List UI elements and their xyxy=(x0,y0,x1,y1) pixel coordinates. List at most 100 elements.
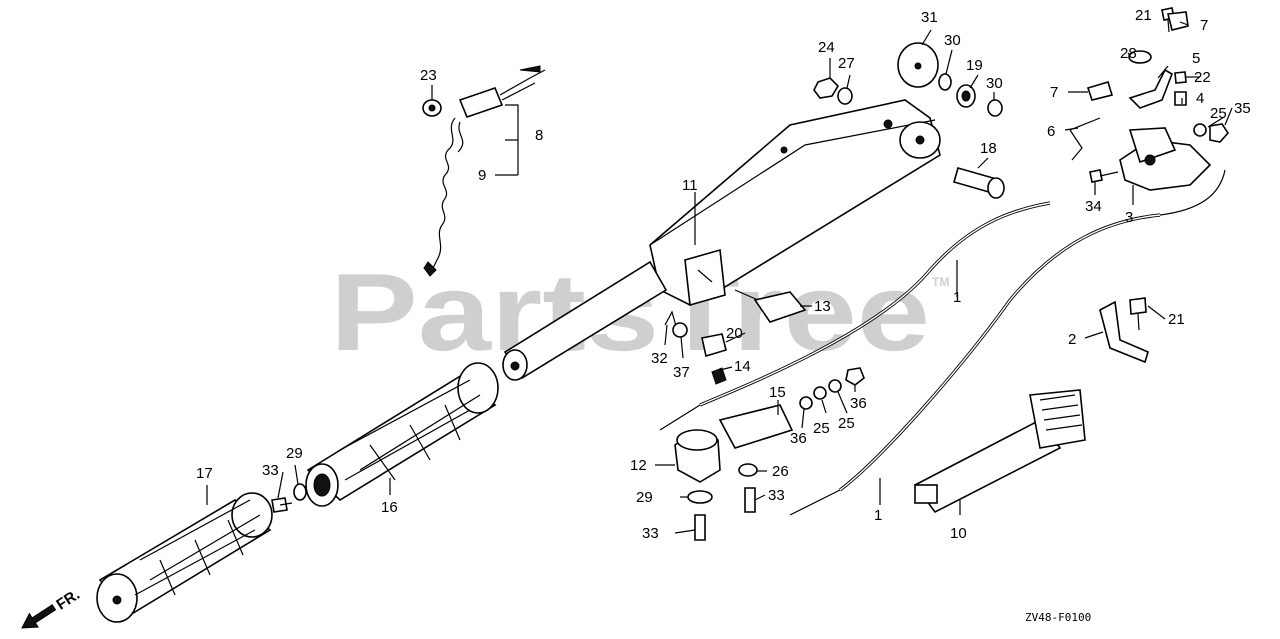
tiller-shaft[interactable] xyxy=(502,260,668,381)
callout-25-mid: 25 xyxy=(813,420,830,437)
pivot-bolt[interactable] xyxy=(953,167,1005,199)
leader-lines xyxy=(206,21,1233,534)
emergency-stop-lanyard[interactable] xyxy=(423,117,464,277)
callout-27: 27 xyxy=(838,55,855,72)
throttle-grip-sleeve[interactable] xyxy=(305,362,499,507)
screw-34[interactable] xyxy=(1089,169,1119,183)
link-rod-6[interactable] xyxy=(1069,117,1101,161)
callout-20: 20 xyxy=(726,325,743,342)
tiller-arm[interactable] xyxy=(649,99,941,307)
callout-25-right: 25 xyxy=(1210,105,1227,122)
washer-25-mid[interactable] xyxy=(813,386,827,400)
collar-4[interactable] xyxy=(1174,91,1187,106)
callout-7-mid: 7 xyxy=(1050,84,1058,101)
callout-26: 26 xyxy=(772,463,789,480)
friction-spring[interactable] xyxy=(956,84,976,108)
callout-10: 10 xyxy=(950,525,967,542)
nut-36-right[interactable] xyxy=(845,367,865,386)
throttle-cable-lower[interactable] xyxy=(789,169,1226,516)
washer-25-right-mid[interactable] xyxy=(828,379,842,393)
callout-6: 6 xyxy=(1047,123,1055,140)
callout-31: 31 xyxy=(921,9,938,26)
tiller-tube-10[interactable] xyxy=(913,389,1086,514)
callout-32: 32 xyxy=(651,350,668,367)
callout-36-right: 36 xyxy=(850,395,867,412)
bolt-22[interactable] xyxy=(1174,71,1187,84)
pivot-nut[interactable] xyxy=(813,77,840,99)
bracket-5[interactable] xyxy=(1128,68,1173,109)
callout-22: 22 xyxy=(1194,69,1211,86)
callout-9: 9 xyxy=(478,167,486,184)
washer-30b[interactable] xyxy=(987,99,1003,117)
front-direction-arrow: FR. xyxy=(21,586,83,629)
screw-33-mid[interactable] xyxy=(744,487,756,513)
nut-35[interactable] xyxy=(1209,123,1230,143)
callout-24: 24 xyxy=(818,39,835,56)
tiller-grip[interactable] xyxy=(96,492,273,623)
callout-3: 3 xyxy=(1125,209,1133,226)
washer-28[interactable] xyxy=(1128,50,1152,64)
cable-holder-20[interactable] xyxy=(701,333,727,358)
callout-21-lower: 21 xyxy=(1168,311,1185,328)
pin-32[interactable] xyxy=(664,310,677,327)
grommet-14[interactable] xyxy=(711,367,727,385)
throttle-cable-upper[interactable] xyxy=(659,201,1051,431)
throttle-cam-3[interactable] xyxy=(1119,127,1212,191)
callout-4: 4 xyxy=(1196,90,1204,107)
callout-1-upper: 1 xyxy=(953,289,961,306)
callout-16: 16 xyxy=(381,499,398,516)
friction-plate[interactable] xyxy=(897,42,939,88)
callout-35: 35 xyxy=(1234,100,1251,117)
washer-29-lower[interactable] xyxy=(687,490,713,504)
callout-30-left: 30 xyxy=(944,32,961,49)
pivot-washer-27[interactable] xyxy=(837,87,853,105)
callout-34: 34 xyxy=(1085,198,1102,215)
washer-36-left[interactable] xyxy=(799,396,813,410)
watermark-tm: TM xyxy=(932,275,949,289)
callout-19: 19 xyxy=(966,57,983,74)
callout-15: 15 xyxy=(769,384,786,401)
callout-8: 8 xyxy=(535,127,543,144)
callout-30-right: 30 xyxy=(986,75,1003,92)
bracket-2[interactable] xyxy=(1099,300,1149,364)
washer-30a[interactable] xyxy=(938,73,952,91)
callout-37: 37 xyxy=(673,364,690,381)
callout-18: 18 xyxy=(980,140,997,157)
plate-15[interactable] xyxy=(718,404,794,449)
callout-21-top: 21 xyxy=(1135,7,1152,24)
callout-29-upper: 29 xyxy=(286,445,303,462)
bolt-21-lower[interactable] xyxy=(1129,297,1147,331)
diagram-code: ZV48-F0100 xyxy=(1025,611,1091,624)
callout-1-lower: 1 xyxy=(874,507,882,524)
grip-washer[interactable] xyxy=(293,483,307,501)
callout-33-lower: 33 xyxy=(642,525,659,542)
callout-28: 28 xyxy=(1120,45,1137,62)
callout-14: 14 xyxy=(734,358,751,375)
callout-23: 23 xyxy=(420,67,437,84)
stop-switch[interactable] xyxy=(422,65,546,119)
callout-33-grip: 33 xyxy=(262,462,279,479)
cable-clamp-7-mid[interactable] xyxy=(1086,81,1114,101)
tiller-stopper-13[interactable] xyxy=(734,289,807,323)
callout-36-left: 36 xyxy=(790,430,807,447)
callout-labels: 1 1 2 3 4 5 6 7 7 8 9 10 11 12 13 14 15 … xyxy=(196,7,1251,542)
callout-11: 11 xyxy=(682,177,698,194)
screw-33-lower[interactable] xyxy=(694,514,706,541)
washer-25-right[interactable] xyxy=(1193,123,1207,137)
callout-29-lower: 29 xyxy=(636,489,653,506)
throttle-drum-12[interactable] xyxy=(674,429,721,483)
callout-5: 5 xyxy=(1192,50,1200,67)
callout-2: 2 xyxy=(1068,331,1076,348)
cable-clamp-7-top[interactable] xyxy=(1167,11,1189,31)
callout-7-top: 7 xyxy=(1200,17,1208,34)
washer-26[interactable] xyxy=(738,463,758,477)
direction-label: FR. xyxy=(53,586,83,613)
callout-17: 17 xyxy=(196,465,213,482)
callout-33-mid: 33 xyxy=(768,487,785,504)
callout-13: 13 xyxy=(814,298,831,315)
callout-25-right-mid: 25 xyxy=(838,415,855,432)
washer-37[interactable] xyxy=(672,322,688,338)
grip-screw[interactable] xyxy=(271,497,293,513)
callout-12: 12 xyxy=(630,457,647,474)
